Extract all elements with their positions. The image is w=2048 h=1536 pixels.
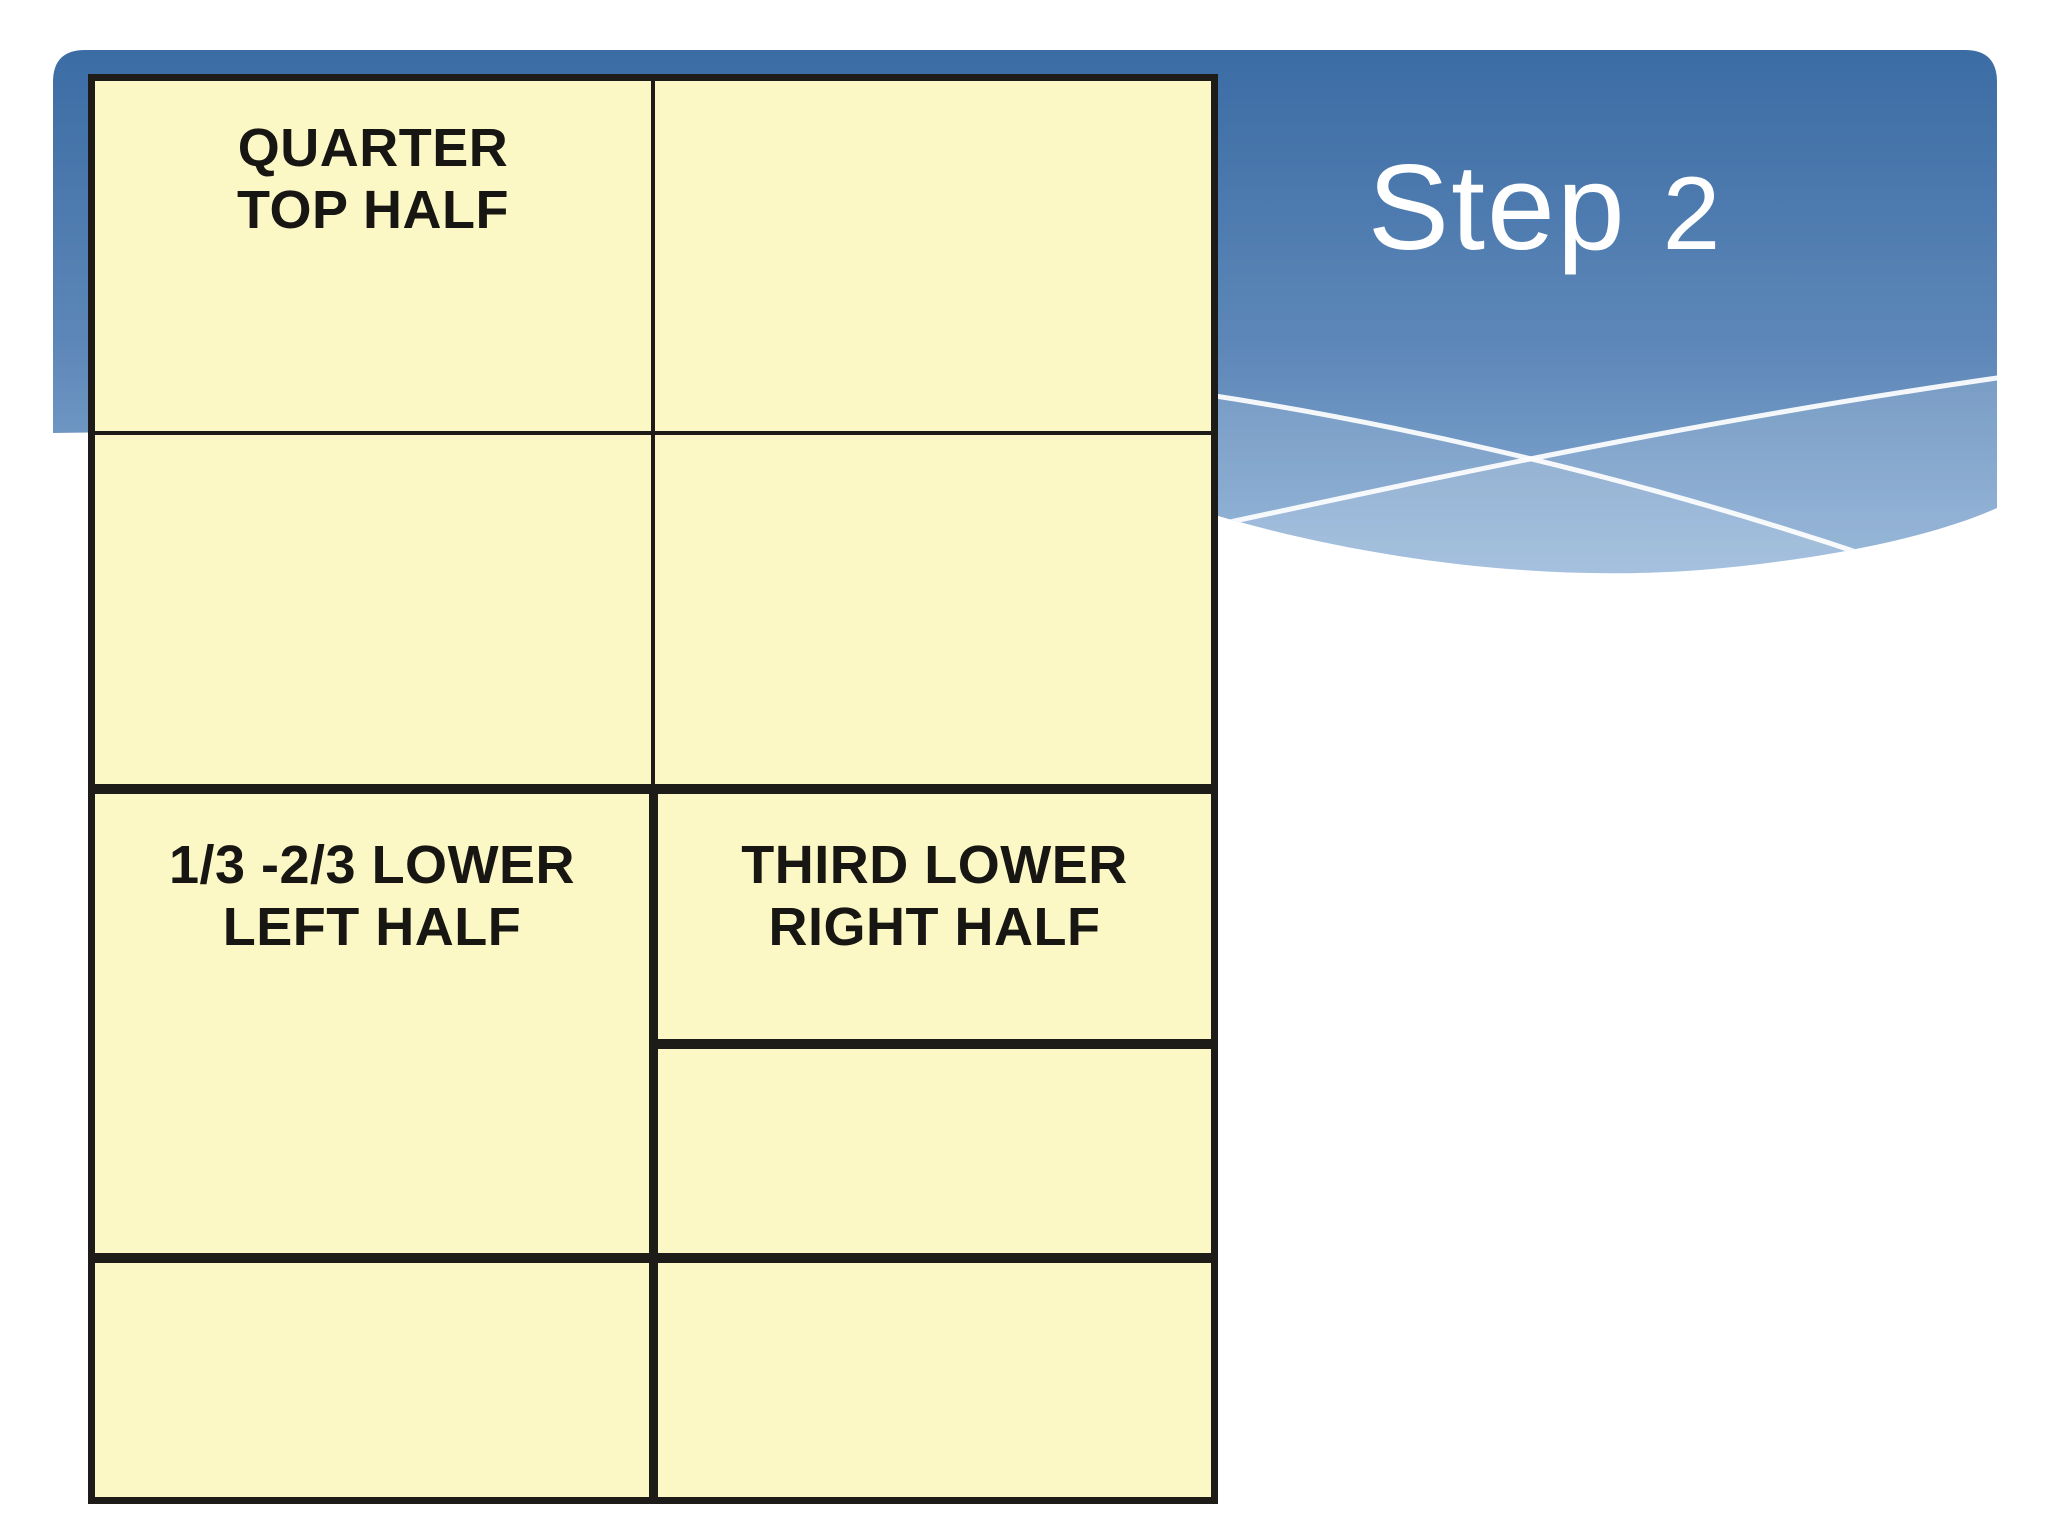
cell-label-line: TOP HALF [236,180,510,240]
slide-title: Step 2 [1245,146,1845,268]
cell-label-line: LEFT HALF [222,897,522,957]
cell-label-line: RIGHT HALF [768,897,1101,957]
wave-light-band-upper [1080,378,1880,574]
cell-mid-right [655,435,1211,784]
cell-label: THIRD LOWER RIGHT HALF [658,794,1211,958]
cell-mid-left [95,435,651,784]
cell-label: 1/3 -2/3 LOWER LEFT HALF [95,794,649,958]
fold-diagram: QUARTER TOP HALF 1/3 -2/3 LOWER LEFT HAL… [88,74,1218,1504]
cell-label-line: THIRD LOWER [741,835,1128,895]
cell-bottom-right [658,1263,1211,1497]
cell-top-right [655,81,1211,431]
cell-lower-right-third: THIRD LOWER RIGHT HALF [658,794,1211,1039]
cell-lower-left-third: 1/3 -2/3 LOWER LEFT HALF [95,794,649,1253]
cell-lower-right-middle [658,1049,1211,1253]
cell-bottom-left [95,1263,649,1497]
slide-title-number: 2 [1662,155,1723,271]
cell-label-line: 1/3 -2/3 LOWER [168,835,576,895]
cell-label: QUARTER TOP HALF [95,81,651,241]
slide-title-word: Step [1367,139,1627,275]
cell-quarter-top-half: QUARTER TOP HALF [95,81,651,431]
cell-label-line: QUARTER [237,118,509,178]
